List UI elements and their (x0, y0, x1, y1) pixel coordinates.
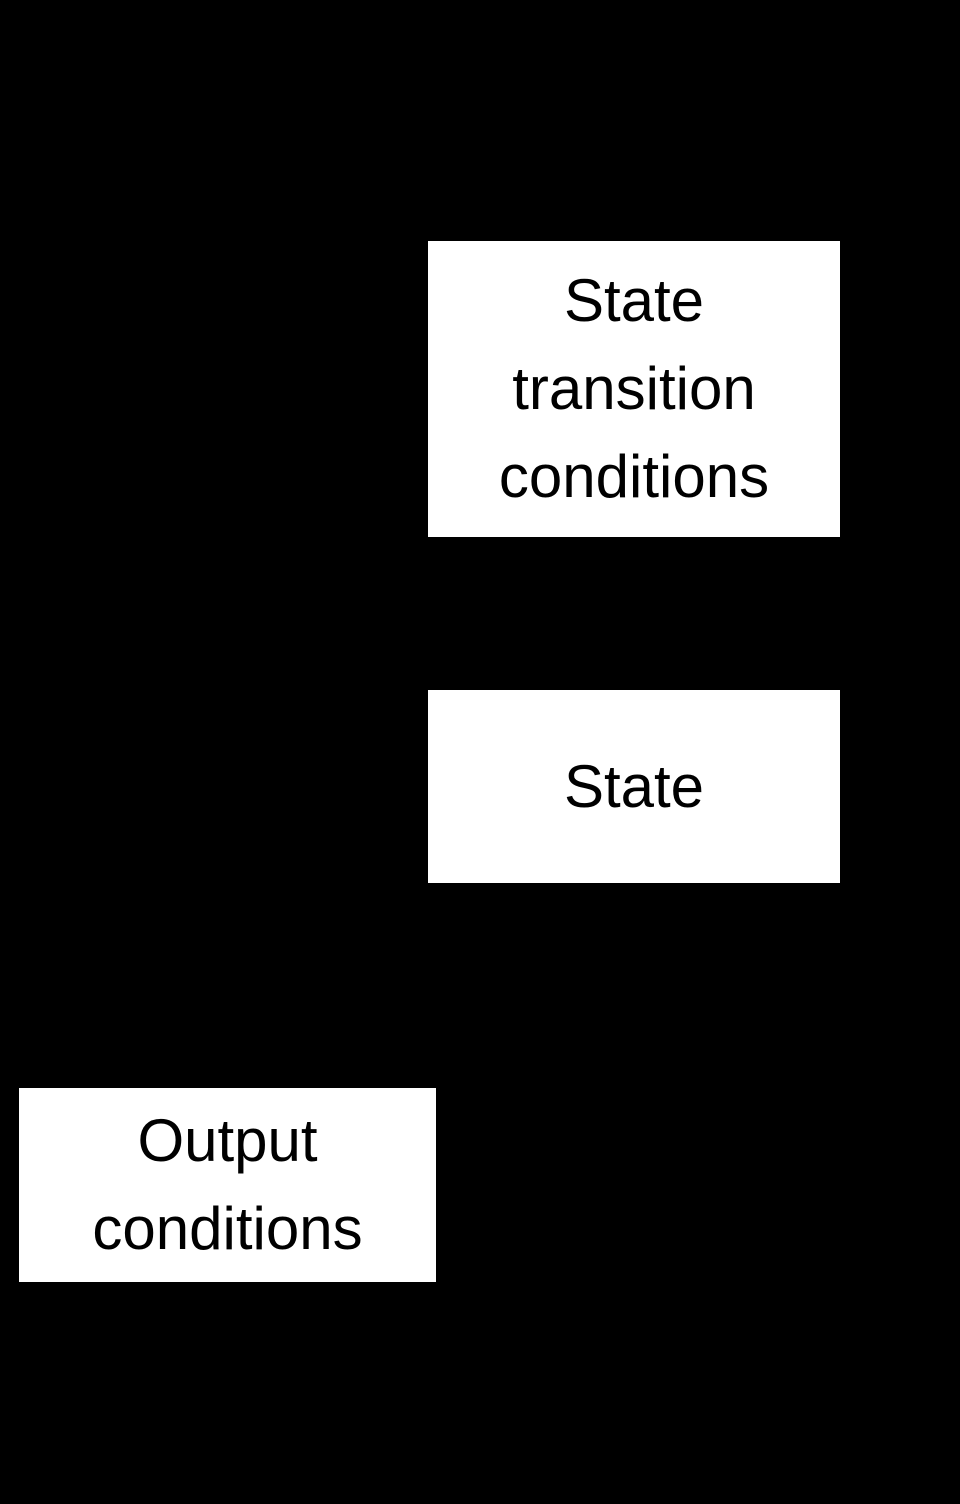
node-output-conditions: Output conditions (19, 1088, 436, 1282)
node-label-line: State (563, 752, 705, 820)
node-state-transition-conditions: State transition conditions (428, 241, 840, 537)
node-label-line: State (563, 267, 705, 334)
node-label-line: conditions (92, 1195, 363, 1262)
node-label-line: transition (512, 355, 756, 422)
node-label-line: Output (137, 1107, 318, 1174)
node-state: State (428, 690, 840, 883)
node-label-line: conditions (498, 443, 770, 510)
